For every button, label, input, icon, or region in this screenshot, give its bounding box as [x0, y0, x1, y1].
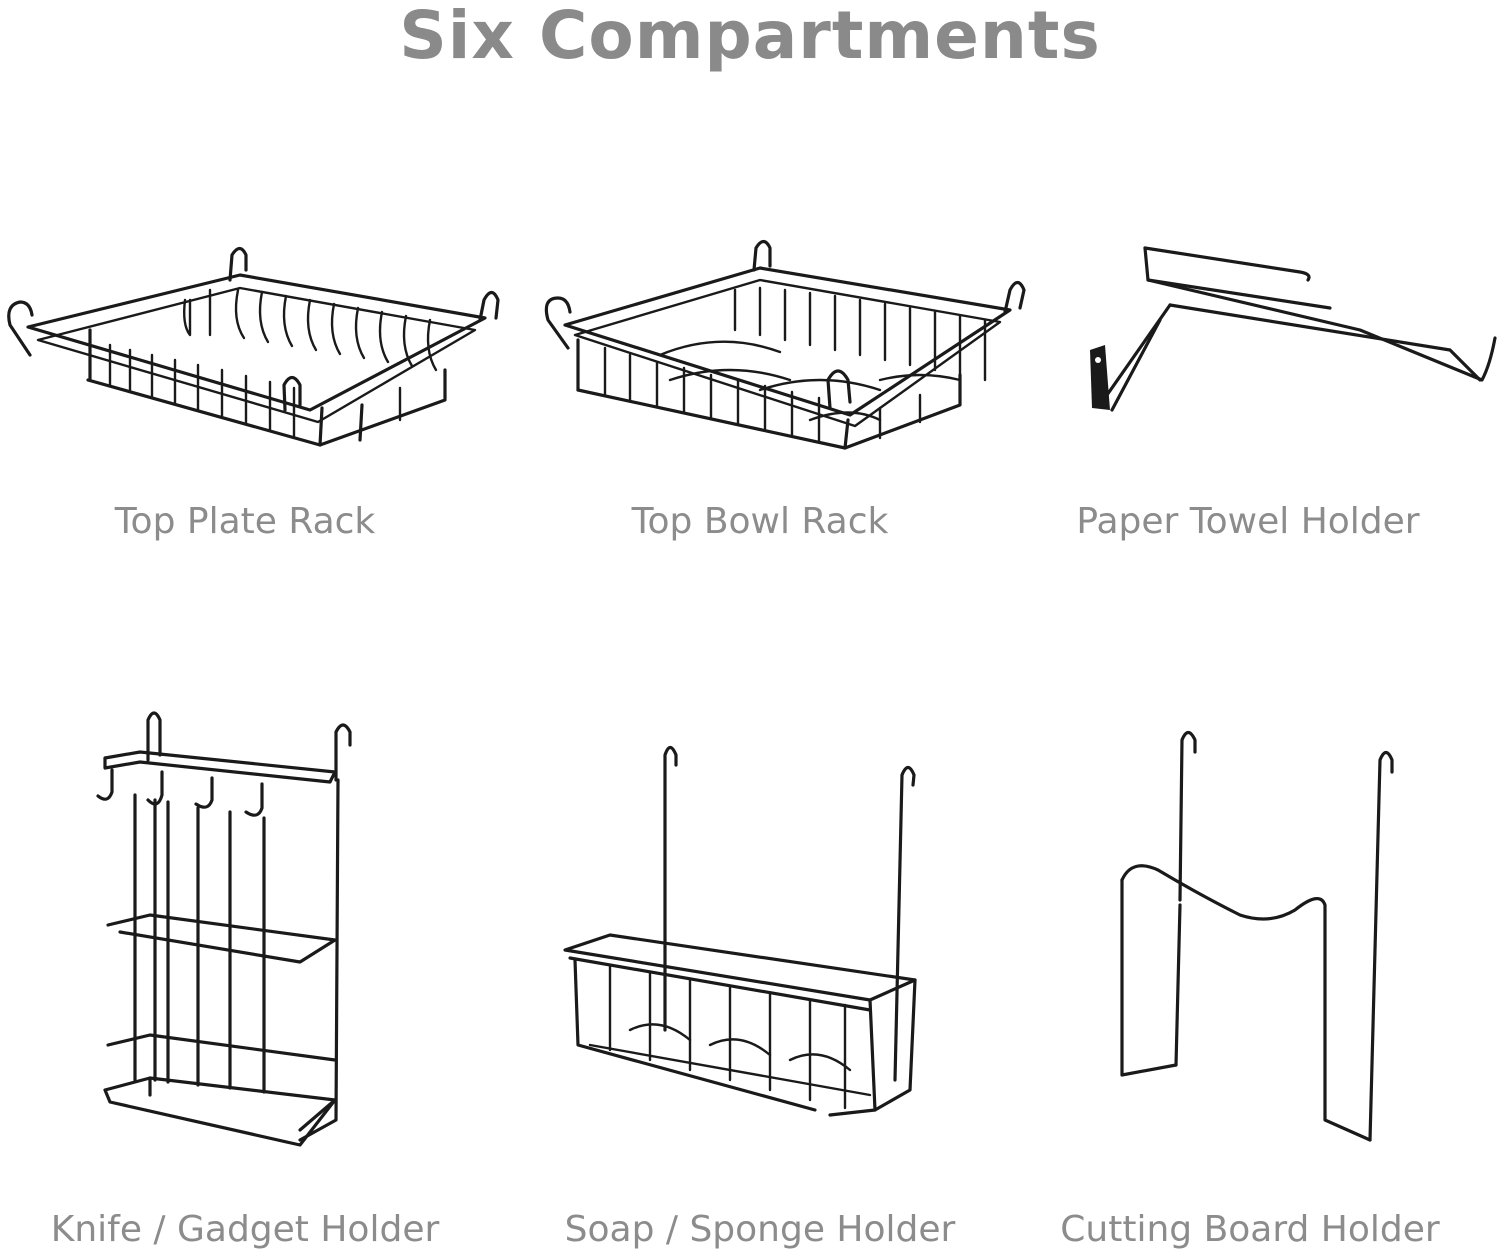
plate-rack-icon — [7, 246, 500, 447]
paper-towel-holder-icon — [1090, 246, 1497, 412]
page-title: Six Compartments — [399, 0, 1101, 74]
item-top-plate-rack: Top Plate Rack — [0, 230, 500, 542]
item-label: Cutting Board Holder — [1060, 1209, 1440, 1250]
item-label: Top Plate Rack — [114, 501, 376, 542]
item-label: Soap / Sponge Holder — [564, 1209, 956, 1250]
cutting-board-holder-icon — [1120, 730, 1394, 1142]
item-label: Knife / Gadget Holder — [50, 1209, 440, 1250]
item-paper-towel-holder: Paper Towel Holder — [1050, 230, 1500, 542]
bowl-rack-icon — [544, 239, 1026, 450]
item-knife-gadget-holder: Knife / Gadget Holder — [0, 700, 490, 1255]
item-label: Top Bowl Rack — [631, 501, 889, 542]
item-top-bowl-rack: Top Bowl Rack — [520, 230, 1040, 542]
knife-gadget-holder-icon — [96, 711, 352, 1147]
item-cutting-board-holder: Cutting Board Holder — [1040, 700, 1500, 1255]
item-label: Paper Towel Holder — [1076, 501, 1420, 542]
soap-sponge-holder-icon — [563, 745, 917, 1117]
item-soap-sponge-holder: Soap / Sponge Holder — [530, 700, 990, 1255]
